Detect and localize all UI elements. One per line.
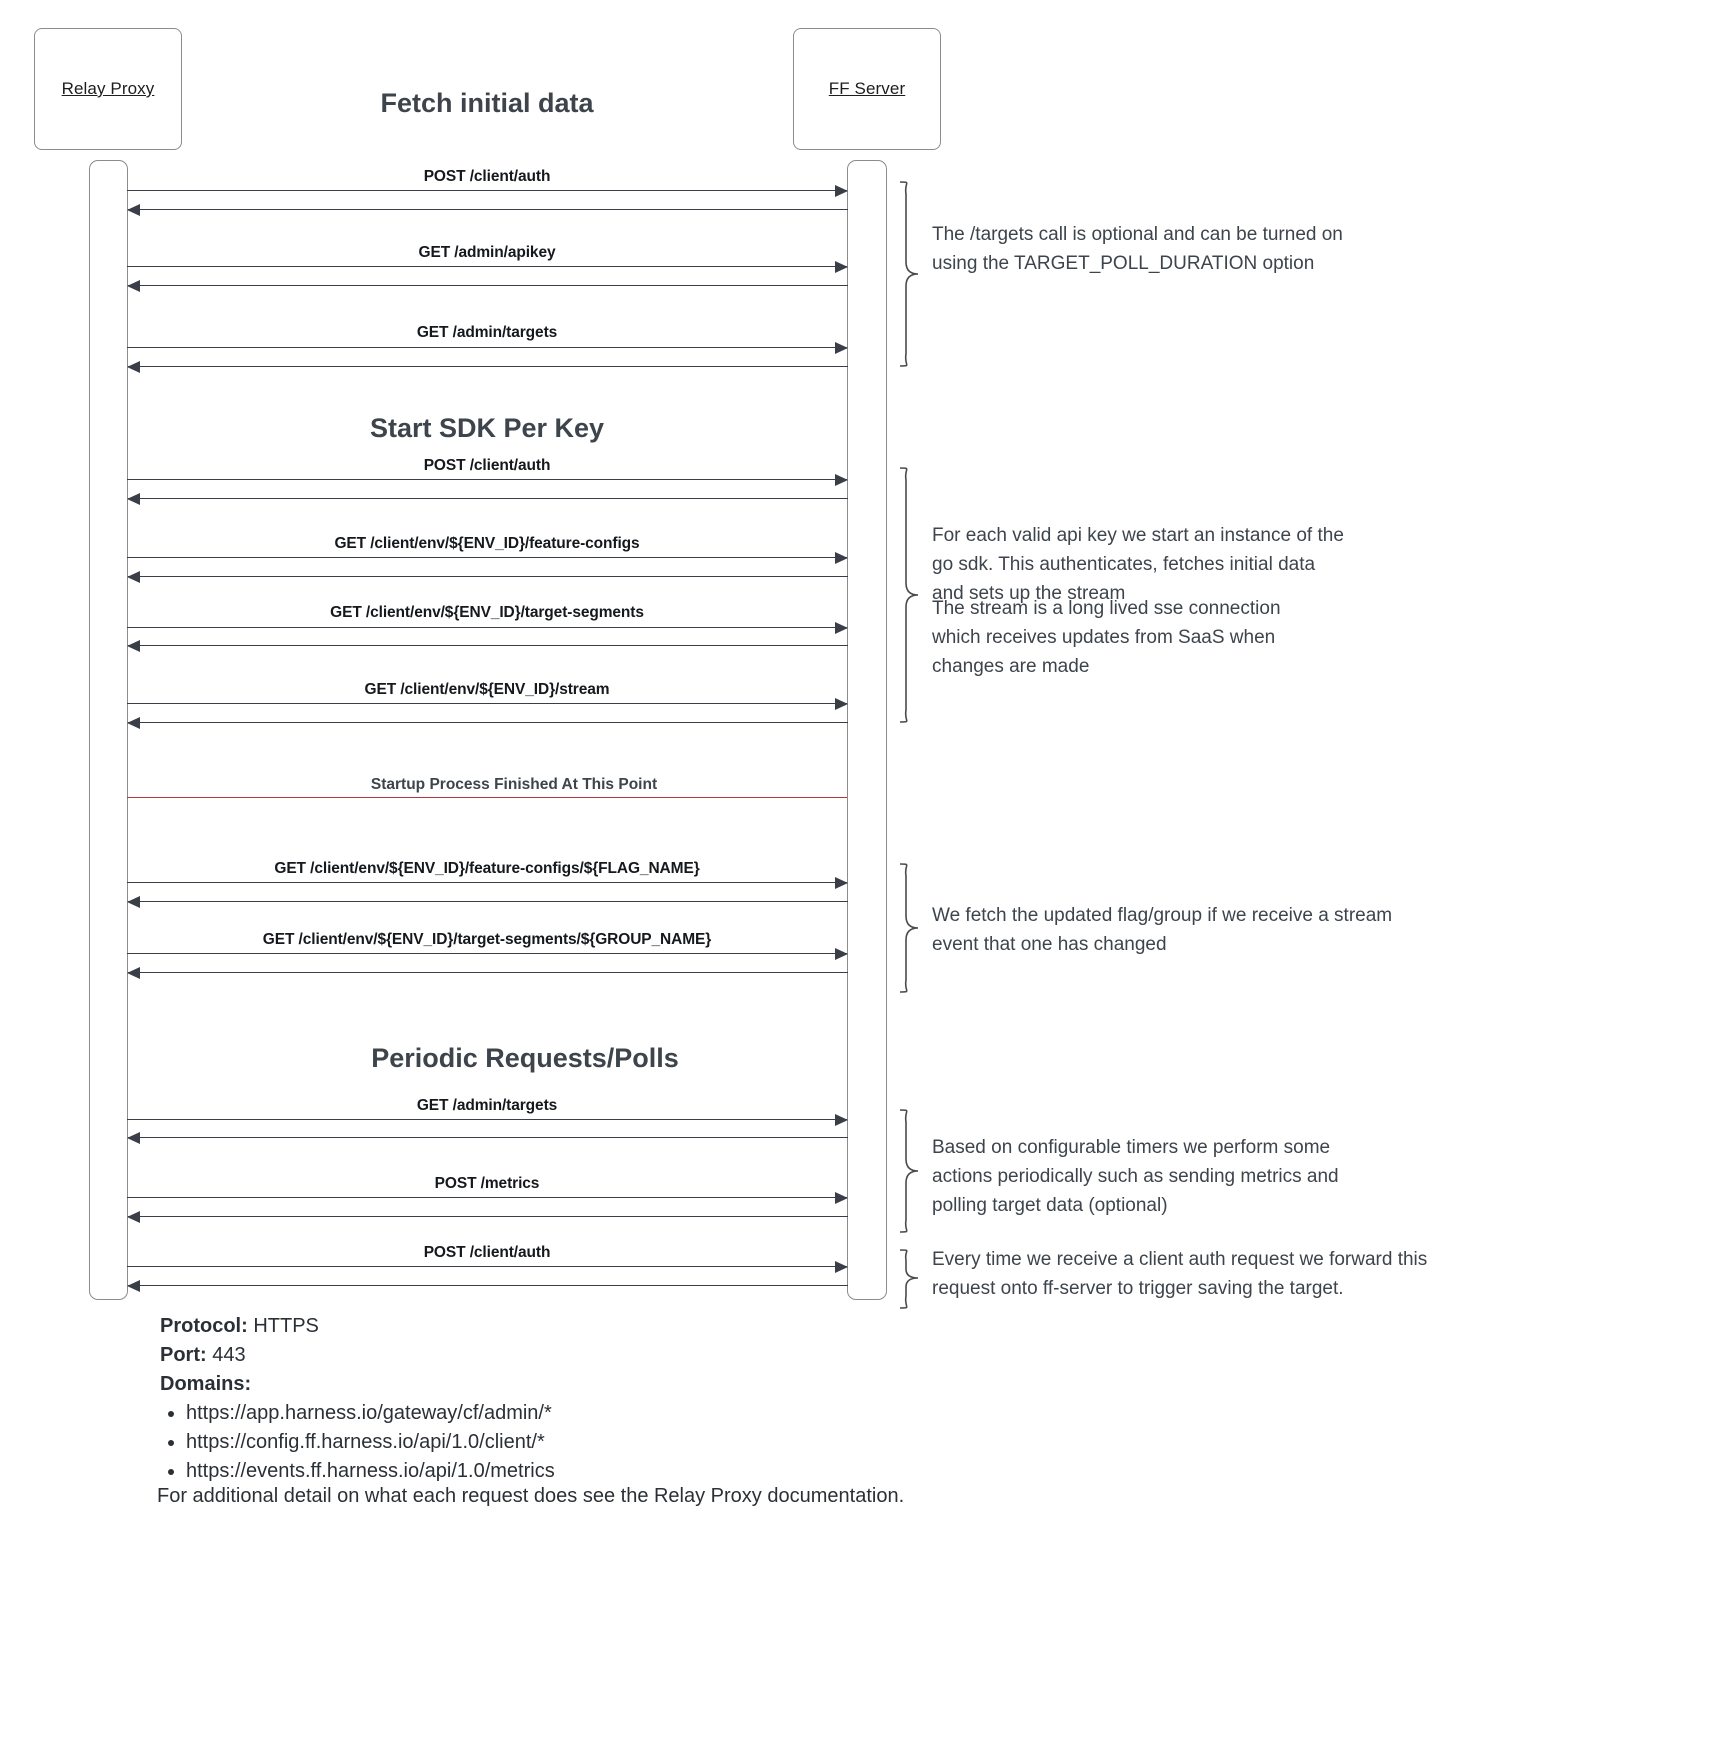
message-arrow-request-5 (127, 552, 848, 564)
divider-label-startup-finished: Startup Process Finished At This Point (370, 776, 658, 793)
arrowhead-left-icon (127, 717, 140, 729)
footer-domains-row: Domains: (160, 1370, 860, 1399)
footer-connection-details: Protocol: HTTPS Port: 443 Domains: https… (160, 1312, 860, 1486)
message-arrow-response-5 (127, 571, 848, 583)
arrowhead-left-icon (127, 967, 140, 979)
message-arrow-request-4 (127, 474, 848, 486)
message-label-post-client-auth-2: POST /client/auth (423, 457, 551, 474)
arrowhead-left-icon (127, 361, 140, 373)
message-arrow-response-11 (127, 1211, 848, 1223)
arrowhead-right-icon (835, 261, 848, 273)
note-sdk-instance-line1: For each valid api key we start an insta… (932, 525, 1344, 604)
message-label-post-metrics: POST /metrics (434, 1175, 540, 1192)
arrowhead-right-icon (835, 1192, 848, 1204)
message-arrow-response-4 (127, 493, 848, 505)
message-arrow-request-10 (127, 1114, 848, 1126)
arrowhead-right-icon (835, 552, 848, 564)
arrowhead-right-icon (835, 1114, 848, 1126)
message-arrow-request-7 (127, 698, 848, 710)
note-sdk-instance-line2: The stream is a long lived sse connectio… (932, 598, 1281, 677)
footer-port-row: Port: 443 (160, 1341, 860, 1370)
message-arrow-request-11 (127, 1192, 848, 1204)
note-client-auth-forward: Every time we receive a client auth requ… (932, 1249, 1428, 1299)
message-label-post-client-auth-3: POST /client/auth (423, 1244, 551, 1261)
message-arrow-response-9 (127, 967, 848, 979)
arrowhead-left-icon (127, 896, 140, 908)
brace-note-client-auth-forward (899, 1249, 919, 1309)
note-periodic-timers: Based on configurable timers we perform … (932, 1137, 1339, 1216)
message-label-get-admin-targets-2: GET /admin/targets (416, 1097, 558, 1114)
note-targets-optional: The /targets call is optional and can be… (932, 224, 1343, 274)
brace-note-stream-update (899, 863, 919, 993)
arrowhead-left-icon (127, 204, 140, 216)
brace-note-targets-optional (899, 181, 919, 367)
message-label-get-feature-config-by-flag: GET /client/env/${ENV_ID}/feature-config… (274, 860, 700, 877)
arrowhead-left-icon (127, 640, 140, 652)
arrowhead-left-icon (127, 1132, 140, 1144)
arrowhead-right-icon (835, 698, 848, 710)
footer-port-value: 443 (212, 1344, 246, 1366)
message-arrow-request-1 (127, 185, 848, 197)
arrowhead-right-icon (835, 948, 848, 960)
footer-note-documentation: For additional detail on what each reque… (157, 1485, 905, 1507)
message-label-get-stream: GET /client/env/${ENV_ID}/stream (364, 681, 610, 698)
actor-label-relay-proxy: Relay Proxy (61, 79, 155, 98)
lifeline-relay-proxy (89, 160, 128, 1300)
arrowhead-right-icon (835, 1261, 848, 1273)
message-arrow-request-2 (127, 261, 848, 273)
message-label-get-target-segments: GET /client/env/${ENV_ID}/target-segment… (330, 604, 644, 621)
message-arrow-response-10 (127, 1132, 848, 1144)
arrowhead-left-icon (127, 1280, 140, 1292)
arrowhead-right-icon (835, 342, 848, 354)
arrowhead-left-icon (127, 1211, 140, 1223)
arrowhead-right-icon (835, 185, 848, 197)
footer-protocol-row: Protocol: HTTPS (160, 1312, 860, 1341)
message-arrow-response-6 (127, 640, 848, 652)
section-title-fetch-initial-data: Fetch initial data (380, 88, 594, 118)
note-stream-update: We fetch the updated flag/group if we re… (932, 905, 1393, 955)
message-arrow-request-8 (127, 877, 848, 889)
arrowhead-right-icon (835, 622, 848, 634)
message-arrow-response-8 (127, 896, 848, 908)
message-arrow-response-2 (127, 280, 848, 292)
arrowhead-right-icon (835, 877, 848, 889)
message-arrow-request-6 (127, 622, 848, 634)
footer-domain-list: https://app.harness.io/gateway/cf/admin/… (160, 1399, 860, 1486)
lifeline-ff-server (847, 160, 887, 1300)
footer-port-key: Port: (160, 1344, 207, 1366)
message-arrow-response-3 (127, 361, 848, 373)
section-title-periodic-requests-polls: Periodic Requests/Polls (371, 1043, 679, 1073)
footer-protocol-key: Protocol: (160, 1315, 248, 1337)
list-item: https://config.ff.harness.io/api/1.0/cli… (186, 1428, 860, 1457)
arrowhead-right-icon (835, 474, 848, 486)
message-label-get-admin-apikey: GET /admin/apikey (418, 244, 556, 261)
list-item: https://events.ff.harness.io/api/1.0/met… (186, 1457, 860, 1486)
actor-box-ff-server[interactable]: FF Server (793, 28, 941, 150)
message-label-post-client-auth-1: POST /client/auth (423, 168, 551, 185)
message-arrow-request-3 (127, 342, 848, 354)
footer-domains-key: Domains: (160, 1373, 252, 1395)
message-label-get-feature-configs: GET /client/env/${ENV_ID}/feature-config… (334, 535, 640, 552)
section-title-start-sdk-per-key: Start SDK Per Key (369, 413, 605, 443)
arrowhead-left-icon (127, 493, 140, 505)
message-arrow-response-1 (127, 204, 848, 216)
actor-box-relay-proxy[interactable]: Relay Proxy (34, 28, 182, 150)
message-arrow-request-9 (127, 948, 848, 960)
brace-note-periodic-timers (899, 1109, 919, 1233)
actor-label-ff-server: FF Server (828, 79, 906, 98)
footer-protocol-value: HTTPS (253, 1315, 319, 1337)
message-arrow-response-7 (127, 717, 848, 729)
message-label-get-target-segment-by-group: GET /client/env/${ENV_ID}/target-segment… (262, 931, 712, 948)
divider-line-startup-finished (127, 797, 847, 798)
message-arrow-request-12 (127, 1261, 848, 1273)
message-label-get-admin-targets-1: GET /admin/targets (416, 324, 558, 341)
message-arrow-response-12 (127, 1280, 848, 1292)
brace-note-sdk-instance (899, 467, 919, 723)
arrowhead-left-icon (127, 280, 140, 292)
arrowhead-left-icon (127, 571, 140, 583)
list-item: https://app.harness.io/gateway/cf/admin/… (186, 1399, 860, 1428)
